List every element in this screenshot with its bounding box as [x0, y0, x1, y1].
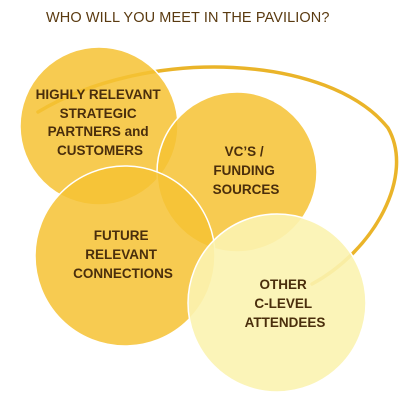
label-partners-line-1: HIGHLY RELEVANT: [36, 87, 162, 102]
label-future-line-3: CONNECTIONS: [73, 266, 173, 281]
label-partners-line-4: CUSTOMERS: [57, 143, 143, 158]
label-vcs-line-1: VC’S /: [225, 144, 264, 159]
label-other-line-2: C-LEVEL: [254, 296, 312, 311]
circle-other: [187, 213, 367, 393]
label-vcs: VC’S / FUNDING SOURCES: [213, 144, 280, 197]
page-title: WHO WILL YOU MEET IN THE PAVILION?: [46, 10, 330, 26]
label-partners: HIGHLY RELEVANT STRATEGIC PARTNERS and C…: [36, 87, 165, 158]
label-future-line-1: FUTURE: [94, 228, 149, 243]
label-partners-line-2: STRATEGIC: [60, 106, 137, 121]
label-vcs-line-2: FUNDING: [213, 163, 275, 178]
label-other: OTHER C-LEVEL ATTENDEES: [245, 277, 326, 330]
label-future: FUTURE RELEVANT CONNECTIONS: [73, 228, 173, 281]
label-other-line-1: OTHER: [259, 277, 307, 292]
label-future-line-2: RELEVANT: [85, 247, 158, 262]
label-vcs-line-3: SOURCES: [213, 182, 280, 197]
label-other-line-3: ATTENDEES: [245, 315, 326, 330]
label-partners-line-3: PARTNERS and: [48, 124, 149, 139]
